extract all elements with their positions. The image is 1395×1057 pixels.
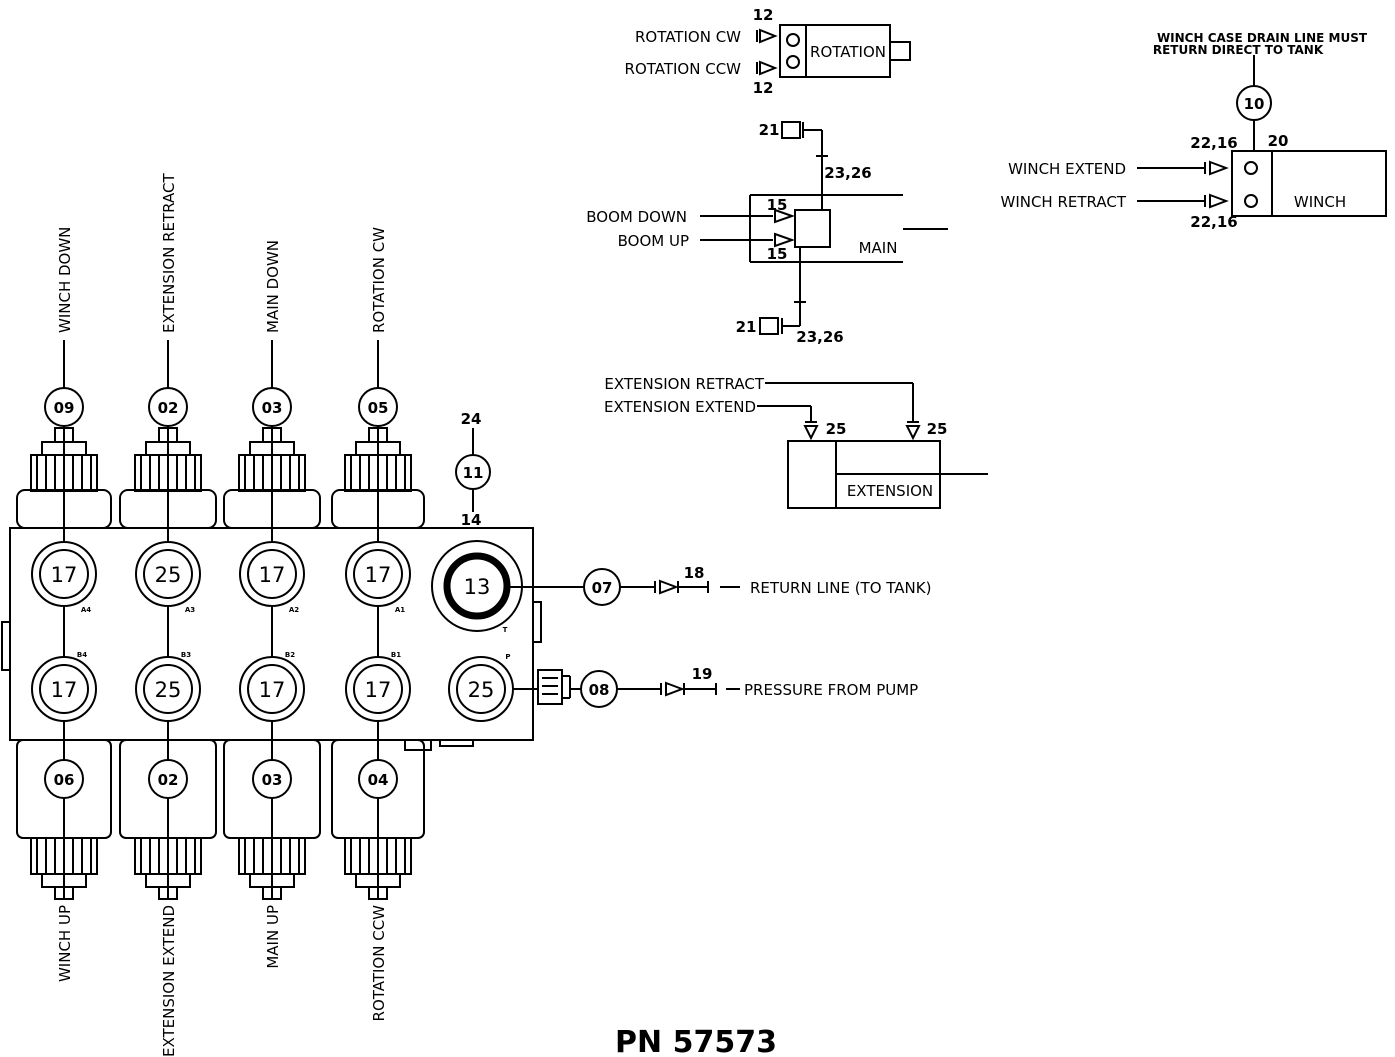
bottom-port-num: 17 <box>365 678 392 702</box>
main-cylinder: MAIN BOOM DOWN BOOM UP 15 15 21 23,26 21… <box>586 121 948 346</box>
main-title: MAIN <box>859 239 898 257</box>
boom-up-label: BOOM UP <box>618 232 689 250</box>
relief-top-num: 24 <box>461 410 482 428</box>
top-port-num: 17 <box>365 563 392 587</box>
rotation-num-bottom: 12 <box>753 79 774 97</box>
winch-note-line2: RETURN DIRECT TO TANK <box>1153 43 1324 57</box>
pressure-line: 08 19 PRESSURE FROM PUMP <box>513 665 918 708</box>
top-function-label: EXTENSION RETRACT <box>160 173 178 333</box>
winch-title: WINCH <box>1294 193 1346 211</box>
bottom-callout-num: 04 <box>368 771 389 789</box>
relief-bottom-num: 14 <box>461 511 482 529</box>
pressure-callout-num: 08 <box>589 681 610 699</box>
return-line: 07 18 RETURN LINE (TO TANK) <box>507 564 931 606</box>
pressure-port-num: 25 <box>468 678 495 702</box>
bottom-port-tag: B1 <box>391 651 401 659</box>
rotation-ccw-label: ROTATION CCW <box>625 60 742 78</box>
top-callout-num: 02 <box>158 399 179 417</box>
pressure-label: PRESSURE FROM PUMP <box>744 681 918 699</box>
winch-motor: WINCH 10 WINCH CASE DRAIN LINE MUST RETU… <box>1000 31 1387 231</box>
bottom-callout-num: 06 <box>54 771 75 789</box>
extension-num-left: 25 <box>826 420 847 438</box>
bottom-port-tag: B2 <box>285 651 295 659</box>
winch-retract-label: WINCH RETRACT <box>1000 193 1126 211</box>
main-num-21-top: 21 <box>759 121 780 139</box>
extension-extend-label: EXTENSION EXTEND <box>604 398 756 416</box>
top-port-tag: A3 <box>185 606 195 614</box>
bottom-function-label: MAIN UP <box>264 905 282 969</box>
top-callout-num: 09 <box>54 399 75 417</box>
top-function-label: WINCH DOWN <box>56 227 74 333</box>
top-callout-num: 03 <box>262 399 283 417</box>
return-num: 18 <box>684 564 705 582</box>
return-label: RETURN LINE (TO TANK) <box>750 579 931 597</box>
tank-port-num: 13 <box>464 575 491 599</box>
main-num-2326-bottom: 23,26 <box>796 328 843 346</box>
pressure-tag: P <box>505 653 510 661</box>
winch-num-top-left: 22,16 <box>1190 134 1237 152</box>
extension-num-right: 25 <box>927 420 948 438</box>
bottom-function-label: WINCH UP <box>56 905 74 982</box>
bottom-port-tag: B3 <box>181 651 191 659</box>
relief-callout-num: 11 <box>463 464 484 482</box>
rotation-title: ROTATION <box>810 43 886 61</box>
top-port-tag: A2 <box>289 606 299 614</box>
rotation-cw-label: ROTATION CW <box>635 28 741 46</box>
extension-cylinder: EXTENSION EXTENSION RETRACT EXTENSION EX… <box>604 375 988 509</box>
main-num-2326-top: 23,26 <box>824 164 871 182</box>
pressure-port: 25 P <box>448 653 514 722</box>
top-port-num: 25 <box>155 563 182 587</box>
top-port-num: 17 <box>259 563 286 587</box>
winch-num-top-right: 20 <box>1268 132 1289 150</box>
main-num-21-bottom: 21 <box>736 318 757 336</box>
bottom-callout-num: 02 <box>158 771 179 789</box>
bottom-port-tag: B4 <box>77 651 87 659</box>
main-num-15-top: 15 <box>767 196 788 214</box>
boom-down-label: BOOM DOWN <box>586 208 687 226</box>
rotation-num-top: 12 <box>753 6 774 24</box>
top-port-tag: A4 <box>81 606 91 614</box>
extension-title: EXTENSION <box>847 482 933 500</box>
tank-tag: T <box>503 626 508 634</box>
return-callout-num: 07 <box>592 579 613 597</box>
top-function-label: ROTATION CW <box>370 227 388 333</box>
top-port-tag: A1 <box>395 606 405 614</box>
pressure-num: 19 <box>692 665 713 683</box>
bottom-function-label: ROTATION CCW <box>370 905 388 1022</box>
bottom-function-label: EXTENSION EXTEND <box>160 905 178 1057</box>
winch-note-line1: WINCH CASE DRAIN LINE MUST <box>1157 31 1368 45</box>
top-port-num: 17 <box>51 563 78 587</box>
relief-valve: 11 24 14 <box>455 410 491 529</box>
bottom-port-num: 17 <box>51 678 78 702</box>
main-num-15-bottom: 15 <box>767 245 788 263</box>
top-function-label: MAIN DOWN <box>264 240 282 333</box>
part-number: PN 57573 <box>615 1025 777 1057</box>
winch-callout-num: 10 <box>1244 95 1265 113</box>
bottom-callout-num: 03 <box>262 771 283 789</box>
winch-num-bottom: 22,16 <box>1190 213 1237 231</box>
bottom-port-num: 17 <box>259 678 286 702</box>
winch-extend-label: WINCH EXTEND <box>1008 160 1126 178</box>
bottom-port-num: 25 <box>155 678 182 702</box>
top-callout-num: 05 <box>368 399 389 417</box>
rotation-motor: ROTATION ROTATION CW ROTATION CCW 12 12 <box>625 6 911 97</box>
extension-retract-label: EXTENSION RETRACT <box>604 375 764 393</box>
